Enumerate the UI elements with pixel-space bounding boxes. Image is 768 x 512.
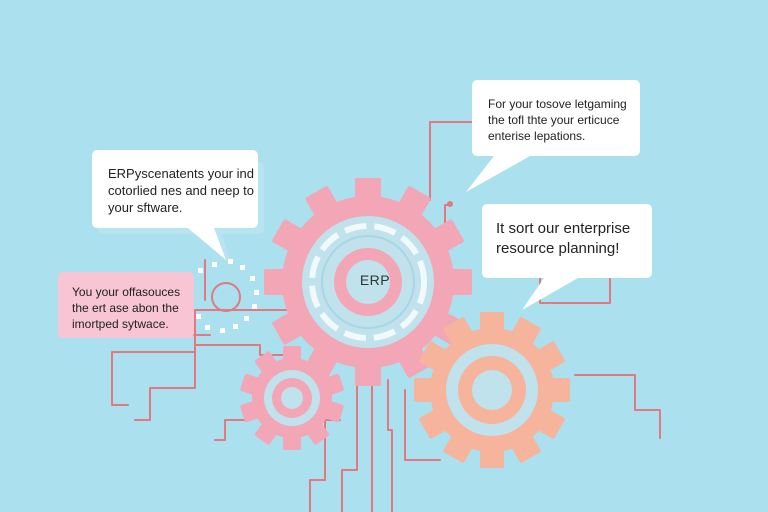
bubble-line: You your offasouces <box>72 285 181 299</box>
dotted-ring <box>196 259 259 333</box>
bubble-left-text: You your offasouces the ert ase abon the… <box>58 272 194 338</box>
bubble-line: your sftware. <box>108 200 183 216</box>
bubble-top-right <box>466 80 640 192</box>
bubble-top-left-text: ERPyscenatents your ind cotorlied nes an… <box>92 150 258 228</box>
bubble-right-text: It sort our enterprise resource planning… <box>482 204 652 278</box>
trace-end-dot <box>447 201 453 207</box>
bubble-line: ERPyscenatents your ind <box>108 166 254 181</box>
gear-small-left <box>240 346 344 450</box>
bubble-top-left <box>92 150 258 260</box>
gear-main <box>264 178 472 386</box>
bubble-line: For your tosove letgaming <box>488 97 627 111</box>
bubble-shapes <box>58 80 652 338</box>
small-ring <box>211 282 241 312</box>
bubble-line: cotorlied nes and neep to <box>108 183 254 199</box>
bubble-top-right-text: For your tosove letgaming the tofl thte … <box>472 80 640 156</box>
gear-peach-right <box>414 312 570 468</box>
erp-hub-label: ERP <box>359 272 391 288</box>
bubble-line: It sort our enterprise <box>496 220 631 237</box>
bubble-line: enterise lepations. <box>488 128 586 143</box>
bubble-left <box>58 272 194 338</box>
bubble-line: the tofl thte your erticuce <box>488 112 620 127</box>
bubble-line: the ert ase abon the <box>72 301 179 316</box>
bubble-line: resource planning! <box>496 239 620 257</box>
bubble-line: imortped sytwace. <box>72 317 169 332</box>
bubble-right <box>482 204 652 310</box>
